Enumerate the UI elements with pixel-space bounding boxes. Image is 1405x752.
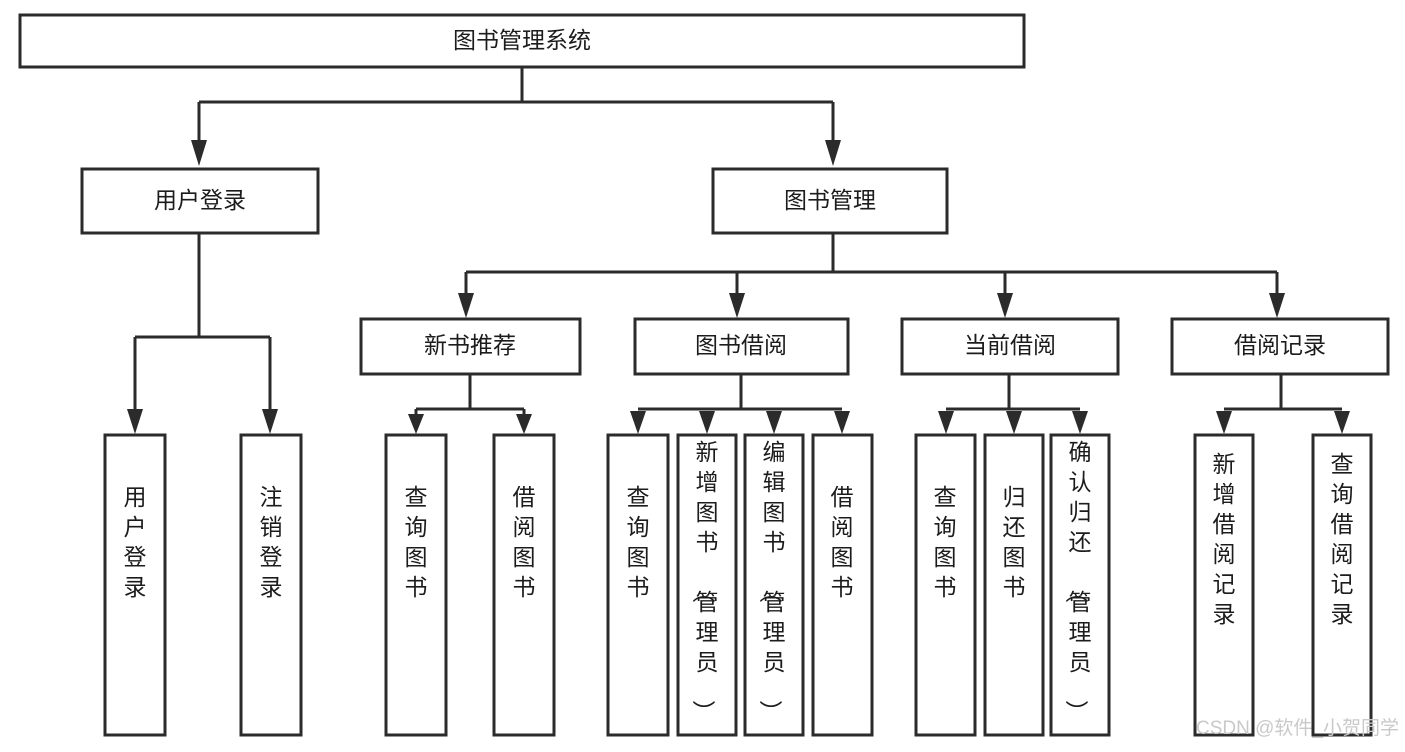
node-borrow-record[interactable]: 借阅记录 [1170,317,1390,376]
arrow-head-borrow-record [1269,293,1285,318]
leaf-confirm-return-box[interactable] [1049,433,1111,737]
node-root-label: 图书管理系统 [453,27,591,53]
leaf-node-add-book[interactable]: 新增图书（管理员） [676,433,738,737]
connector-group-root-to-level2 [191,67,841,166]
node-new-book-recommend-label: 新书推荐 [424,332,516,358]
arrow-head-leaf-query-book-2 [630,411,646,434]
arrow-head-current-borrow [997,293,1013,318]
csdn-watermark: CSDN @软件_小贺同学 [1196,717,1399,739]
leaf-query-borrow-record-box[interactable] [1311,433,1373,737]
leaf-query-borrow-record-label: 查询借阅记录 [1331,451,1354,627]
connector-group-current-borrow-to-leaves [938,375,1088,434]
leaf-edit-book-box[interactable] [743,433,805,737]
node-current-borrow-label: 当前借阅 [964,332,1056,358]
leaf-add-borrow-record-box[interactable] [1193,433,1255,737]
node-current-borrow-box[interactable] [900,317,1120,376]
arrow-head-book-management [825,140,841,166]
leaf-confirm-return-label: 确认归还（管理员） [1064,439,1092,723]
arrow-head-leaf-add-borrow-record [1216,411,1232,434]
leaf-return-book-label: 归还图书 [1003,484,1026,600]
node-current-borrow[interactable]: 当前借阅 [900,317,1120,376]
leaf-node-return-book[interactable]: 归还图书 [983,433,1045,737]
node-book-management-box[interactable] [711,167,949,235]
leaf-user-login-box[interactable] [103,433,167,737]
leaf-logout-login-box[interactable] [239,433,303,737]
arrow-head-leaf-confirm-return [1072,411,1088,434]
node-user-login-box[interactable] [80,167,320,235]
leaf-query-book-2-box[interactable] [606,433,670,737]
leaf-query-book-1-label: 查询图书 [405,484,428,600]
leaf-borrow-book-2-label: 借阅图书 [831,484,854,600]
leaf-query-book-3-box[interactable] [914,433,977,737]
leaf-edit-book-label: 编辑图书（管理员） [758,439,786,723]
leaf-borrow-book-1-label: 借阅图书 [513,484,536,600]
leaf-query-book-2-label: 查询图书 [627,484,650,600]
node-book-management-label: 图书管理 [784,187,876,213]
node-user-login[interactable]: 用户登录 [80,167,320,235]
node-book-management[interactable]: 图书管理 [711,167,949,235]
leaf-node-add-borrow-record[interactable]: 新增借阅记录 [1193,433,1255,737]
leaf-node-confirm-return[interactable]: 确认归还（管理员） [1049,433,1111,737]
leaf-node-query-borrow-record[interactable]: 查询借阅记录 [1311,433,1373,737]
node-new-book-recommend[interactable]: 新书推荐 [359,317,582,376]
node-book-borrow[interactable]: 图书借阅 [633,317,850,376]
leaf-node-query-book-1[interactable]: 查询图书 [384,433,448,737]
leaf-query-book-1-box[interactable] [384,433,448,737]
node-user-login-label: 用户登录 [154,187,246,213]
arrow-head-leaf-logout-login [262,409,278,434]
connector-group-new-book-recommend-to-leaves [408,375,532,434]
leaf-node-user-login[interactable]: 用户登录 [103,433,167,737]
node-root-box[interactable] [18,13,1026,69]
node-book-borrow-label: 图书借阅 [695,332,787,358]
leaf-node-query-book-3[interactable]: 查询图书 [914,433,977,737]
arrow-head-leaf-add-book [699,411,715,434]
leaf-node-borrow-book-2[interactable]: 借阅图书 [811,433,874,737]
arrow-head-leaf-query-borrow-record [1334,411,1350,434]
connector-group-user-login-to-leaves [127,233,278,434]
leaf-query-book-3-label: 查询图书 [934,484,957,600]
leaf-borrow-book-1-box[interactable] [492,433,556,737]
arrow-head-leaf-borrow-book-2 [834,411,850,434]
arrow-head-book-borrow [729,293,745,318]
leaf-node-borrow-book-1[interactable]: 借阅图书 [492,433,556,737]
node-borrow-record-label: 借阅记录 [1234,332,1326,358]
leaf-node-logout-login[interactable]: 注销登录 [239,433,303,737]
node-new-book-recommend-box[interactable] [359,317,582,376]
leaf-node-query-book-2[interactable]: 查询图书 [606,433,670,737]
leaf-borrow-book-2-box[interactable] [811,433,874,737]
leaf-add-book-box[interactable] [676,433,738,737]
leaf-add-borrow-record-label: 新增借阅记录 [1213,451,1236,627]
arrow-head-user-login [191,140,207,166]
arrow-head-leaf-query-book-1 [408,414,424,434]
arrow-head-new-book-recommend [458,293,474,318]
arrow-head-leaf-return-book [1006,411,1022,434]
connector-group-book-borrow-to-leaves [630,375,850,434]
arrow-head-leaf-user-login [127,409,143,434]
connector-group-borrow-record-to-leaves [1216,375,1350,434]
leaf-return-book-box[interactable] [983,433,1045,737]
arrow-head-leaf-edit-book [766,411,782,434]
connector-group-book-management-to-level3 [458,233,1285,318]
leaf-add-book-label: 新增图书（管理员） [691,439,719,723]
arrow-head-leaf-query-book-3 [938,411,954,434]
leaf-user-login-label: 用户登录 [124,484,147,600]
node-book-borrow-box[interactable] [633,317,850,376]
arrow-head-leaf-borrow-book-1 [516,414,532,434]
leaf-logout-login-label: 注销登录 [260,484,283,600]
leaf-node-edit-book[interactable]: 编辑图书（管理员） [743,433,805,737]
node-borrow-record-box[interactable] [1170,317,1390,376]
node-root-book-management-system[interactable]: 图书管理系统 [18,13,1026,69]
